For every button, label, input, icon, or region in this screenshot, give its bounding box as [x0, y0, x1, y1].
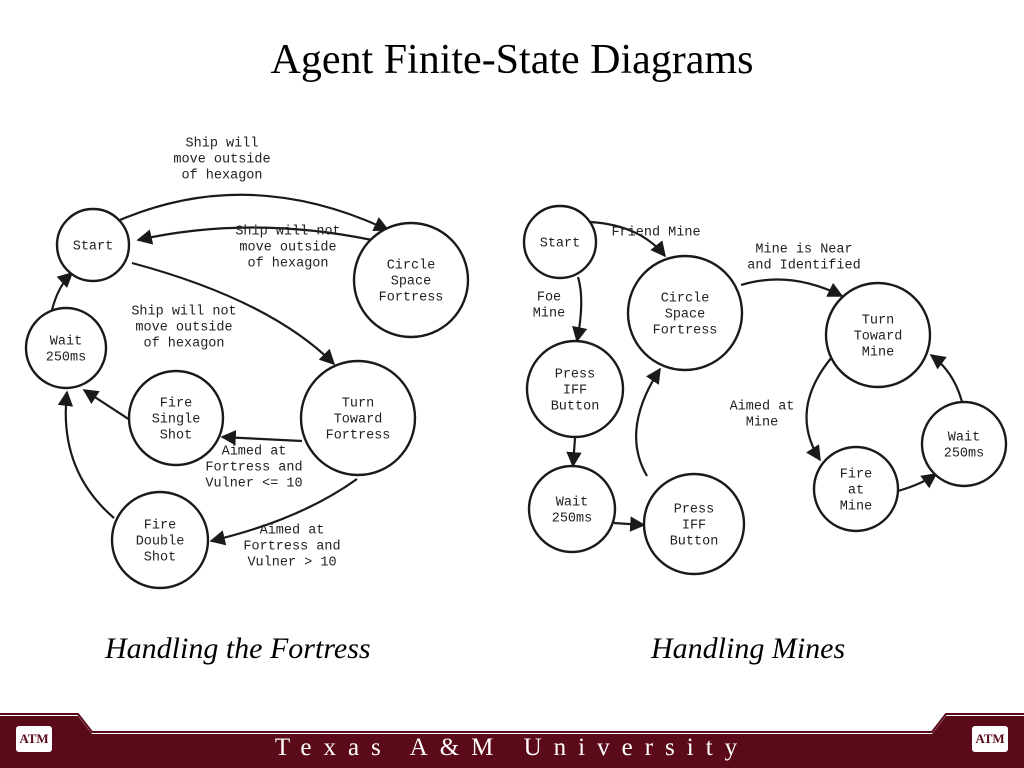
state-wait2 [920, 400, 1008, 488]
footer-university-name: Texas A&M University [274, 734, 750, 761]
state-label: Circle [661, 292, 710, 307]
state-press1 [525, 339, 625, 439]
footer-band [0, 713, 1024, 768]
transition-turn-to-fire [805, 356, 833, 462]
state-diagrams: StartCircleSpaceFortressWait250msFireSin… [24, 137, 1008, 590]
logo-left: ATM [16, 726, 52, 752]
state-label: Wait [556, 496, 588, 511]
transition-start-to-press1 [572, 276, 588, 343]
transition-label: and Identified [747, 259, 860, 274]
transition-turn-to-fire-double [209, 478, 358, 546]
state-label: Fortress [379, 291, 444, 306]
state-label: Mine [862, 346, 894, 361]
caption-fortress: Handling the Fortress [105, 632, 371, 665]
transition-fire-to-wait2 [897, 473, 938, 493]
state-wait1 [527, 464, 617, 554]
state-label: Fire [144, 519, 176, 534]
state-label: Double [136, 535, 185, 550]
state-label: 250ms [46, 351, 87, 366]
state-label: Start [73, 240, 114, 255]
state-label: Space [665, 308, 706, 323]
state-label: Fire [840, 468, 872, 483]
state-press2 [642, 472, 746, 576]
transition-label: Ship will not [235, 225, 340, 240]
state-label: at [848, 484, 864, 499]
state-label: Fortress [653, 324, 718, 339]
transition-start-to-circle [119, 193, 390, 232]
transition-circle-to-turn [740, 278, 844, 297]
state-turn [824, 281, 932, 389]
transition-label: Aimed at [260, 524, 325, 539]
transition-label: Ship will [186, 137, 259, 152]
transition-label: Mine [746, 416, 778, 431]
transition-wait1-to-press2 [613, 516, 646, 532]
transition-label: Foe [537, 291, 561, 306]
state-fire [812, 445, 900, 533]
transition-label: of hexagon [247, 257, 328, 272]
state-label: Space [391, 275, 432, 290]
transition-start-to-turn [131, 261, 336, 366]
state-wait [24, 306, 108, 390]
transition-fire-single-to-wait [82, 389, 131, 421]
transition-label: move outside [239, 241, 336, 256]
state-label: Shot [144, 551, 176, 566]
transition-label: Fortress and [205, 461, 302, 476]
state-label: Toward [334, 413, 383, 428]
state-label: Toward [854, 330, 903, 345]
transition-label: Friend Mine [611, 226, 700, 241]
state-label: Single [152, 413, 201, 428]
transition-label: move outside [135, 321, 232, 336]
transition-label: Fortress and [243, 540, 340, 555]
state-label: Turn [862, 314, 894, 329]
state-label: Button [670, 535, 719, 550]
state-label: Circle [387, 259, 436, 274]
transition-label: Aimed at [222, 445, 287, 460]
caption-mines: Handling Mines [651, 632, 846, 665]
transition-label: move outside [173, 153, 270, 168]
state-label: Button [551, 400, 600, 415]
transition-label: Aimed at [730, 400, 795, 415]
state-label: Start [540, 237, 581, 252]
state-label: Turn [342, 397, 374, 412]
transition-wait-to-start [50, 271, 74, 311]
transition-label: Vulner > 10 [247, 556, 336, 571]
state-circle [352, 221, 470, 339]
state-label: 250ms [552, 512, 593, 527]
slide-title: Agent Finite-State Diagrams [270, 37, 754, 83]
state-circle [626, 254, 744, 372]
state-fire-single [127, 369, 225, 467]
state-label: Press [674, 503, 715, 518]
state-label: Wait [50, 335, 82, 350]
state-start [522, 204, 598, 280]
transition-label: Ship will not [131, 305, 236, 320]
state-label: Fortress [326, 429, 391, 444]
state-label: IFF [563, 384, 587, 399]
state-label: Wait [948, 431, 980, 446]
transition-press1-to-wait1 [566, 437, 582, 468]
logo-right: ATM [972, 726, 1008, 752]
transition-turn-to-fire-single [220, 430, 303, 446]
transition-label: Mine is Near [755, 243, 852, 258]
transition-label: of hexagon [181, 169, 262, 184]
state-label: Mine [840, 500, 872, 515]
state-label: Press [555, 368, 596, 383]
transition-circle-to-start [136, 226, 373, 245]
transition-label: Mine [533, 307, 565, 322]
transition-start-to-circle [589, 220, 666, 258]
state-start [55, 207, 131, 283]
transition-wait2-to-turn [929, 354, 964, 403]
state-turn [299, 359, 417, 477]
state-label: Shot [160, 429, 192, 444]
transition-press2-to-circle [635, 367, 661, 477]
transition-label: of hexagon [143, 337, 224, 352]
state-label: 250ms [944, 447, 985, 462]
transition-fire-double-to-wait [57, 390, 115, 519]
state-fire-double [110, 490, 210, 590]
transition-label: Vulner <= 10 [205, 477, 302, 492]
state-label: IFF [682, 519, 706, 534]
state-label: Fire [160, 397, 192, 412]
